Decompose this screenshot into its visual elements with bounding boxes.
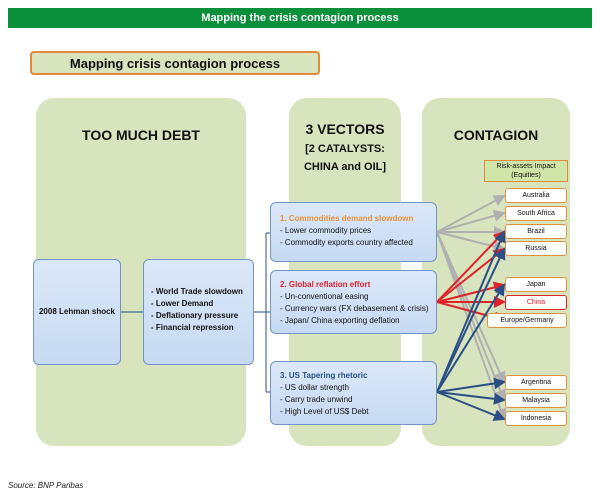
vectors-title: 3 VECTORS (305, 121, 385, 137)
debt-title: TOO MUCH DEBT (82, 127, 200, 143)
risk-assets-line1: Risk-assets Impact (496, 163, 556, 170)
vector-commodities-item: - Lower commodity prices (280, 226, 372, 235)
country-europe-germany: Europe/Germany (487, 313, 567, 328)
vector-commodities-item: - Commodity exports country affected (280, 238, 413, 247)
country-japan: Japan (505, 277, 567, 292)
vector-reflation-item: - Un-conventional easing (280, 292, 369, 301)
source-note: Source: BNP Paribas (8, 481, 84, 490)
country-argentina: Argentina (505, 375, 567, 390)
country-brazil: Brazil (505, 224, 567, 239)
cause-deflationary: - Deflationary pressure (151, 311, 239, 320)
vector-tapering-item: - US dollar strength (280, 383, 349, 392)
country-australia: Australia (505, 188, 567, 203)
causes-box: - World Trade slowdown - Lower Demand - … (143, 259, 254, 365)
vector-reflation-box: 2. Global reflation effort - Un-conventi… (270, 270, 437, 334)
contagion-title: CONTAGION (453, 127, 539, 143)
vectors-catalyst-line1: [2 CATALYSTS: (305, 143, 385, 155)
country-indonesia: Indonesia (505, 411, 567, 426)
cause-world-trade: - World Trade slowdown (151, 287, 243, 296)
vector-tapering-title: 3. US Tapering rhetoric (280, 371, 368, 380)
header-banner: Mapping the crisis contagion process (8, 8, 592, 28)
vector-reflation-item: - Japan/ China exporting deflation (280, 316, 400, 325)
risk-assets-label: Risk-assets Impact (Equities) (484, 160, 568, 182)
cause-financial-repression: - Financial repression (151, 323, 234, 332)
vector-commodities-title: 1. Commodities demand slowdown (280, 214, 414, 223)
lehman-shock-box: 2008 Lehman shock (33, 259, 121, 365)
country-china: China (505, 295, 567, 310)
vectors-bracket (254, 232, 270, 393)
vector-reflation-item: - Currency wars (FX debasement & crisis) (280, 304, 429, 313)
vector-tapering-item: - High Level of US$ Debt (280, 407, 369, 416)
vector-commodities-box: 1. Commodities demand slowdown - Lower c… (270, 202, 437, 262)
vector-tapering-box: 3. US Tapering rhetoric - US dollar stre… (270, 361, 437, 425)
diagram-title: Mapping crisis contagion process (30, 51, 320, 75)
lehman-shock-label: 2008 Lehman shock (38, 307, 116, 316)
vectors-catalyst-line2: CHINA and OIL] (303, 161, 387, 173)
country-south-africa: South Africa (505, 206, 567, 221)
country-malaysia: Malaysia (505, 393, 567, 408)
country-russia: Russia (505, 241, 567, 256)
vector-reflation-title: 2. Global reflation effort (280, 280, 371, 289)
cause-lower-demand: - Lower Demand (151, 299, 214, 308)
risk-assets-line2: (Equities) (511, 172, 541, 179)
vector-tapering-item: - Carry trade unwind (280, 395, 353, 404)
